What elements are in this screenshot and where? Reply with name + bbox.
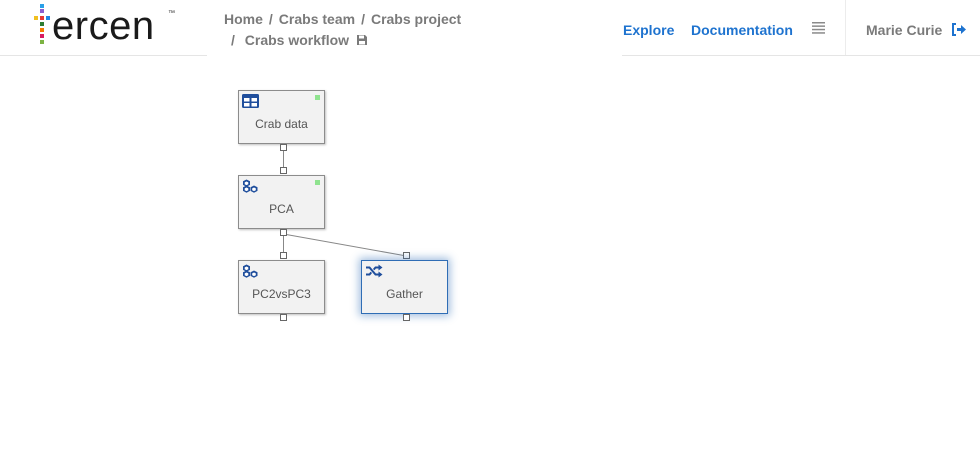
input-port[interactable]	[280, 252, 287, 259]
logo-area: ercen ™	[0, 0, 207, 56]
output-port[interactable]	[280, 314, 287, 321]
breadcrumb-workflow: Crabs workflow	[244, 32, 350, 48]
workflow-node-crab-data[interactable]: Crab data	[238, 90, 325, 144]
breadcrumb-project[interactable]: Crabs project	[370, 11, 462, 27]
breadcrumb-separator: /	[361, 11, 365, 27]
status-done-indicator	[315, 180, 320, 185]
workflow-node-pc2vspc3[interactable]: PC2vsPC3	[238, 260, 325, 314]
node-label: Gather	[386, 287, 423, 301]
header-divider	[622, 55, 980, 56]
shuffle-icon	[366, 264, 383, 278]
table-icon	[242, 94, 259, 108]
logout-icon[interactable]	[951, 23, 966, 36]
workflow-node-gather[interactable]: Gather	[361, 260, 448, 314]
breadcrumb-row-2: / Crabs workflow	[231, 32, 368, 48]
menu-icon[interactable]	[812, 22, 825, 34]
output-port[interactable]	[280, 229, 287, 236]
tercen-logo-icon[interactable]	[34, 4, 54, 46]
workflow-canvas[interactable]: Crab data PCA PC2vsPC3	[0, 56, 980, 454]
top-bar: ercen ™ Home / Crabs team / Crabs project / …	[0, 0, 980, 56]
node-label: PC2vsPC3	[252, 287, 311, 301]
node-label: Crab data	[255, 117, 308, 131]
input-port[interactable]	[403, 252, 410, 259]
breadcrumb-team[interactable]: Crabs team	[278, 11, 356, 27]
cubes-icon	[243, 264, 258, 278]
header-vertical-divider	[845, 0, 846, 55]
explore-link[interactable]: Explore	[623, 22, 675, 38]
breadcrumb: Home / Crabs team / Crabs project	[224, 11, 461, 27]
output-port[interactable]	[403, 314, 410, 321]
documentation-link[interactable]: Documentation	[691, 22, 793, 38]
breadcrumb-separator: /	[268, 11, 273, 27]
breadcrumb-home[interactable]: Home	[224, 11, 263, 27]
node-label: PCA	[269, 202, 294, 216]
cubes-icon	[243, 179, 258, 193]
breadcrumb-separator: /	[231, 32, 235, 48]
brand-name: ercen	[52, 4, 155, 48]
status-done-indicator	[315, 95, 320, 100]
output-port[interactable]	[280, 144, 287, 151]
trademark: ™	[168, 10, 175, 17]
save-icon[interactable]	[356, 34, 368, 46]
user-name[interactable]: Marie Curie	[866, 22, 943, 38]
workflow-node-pca[interactable]: PCA	[238, 175, 325, 229]
input-port[interactable]	[280, 167, 287, 174]
workflow-links	[283, 146, 407, 257]
